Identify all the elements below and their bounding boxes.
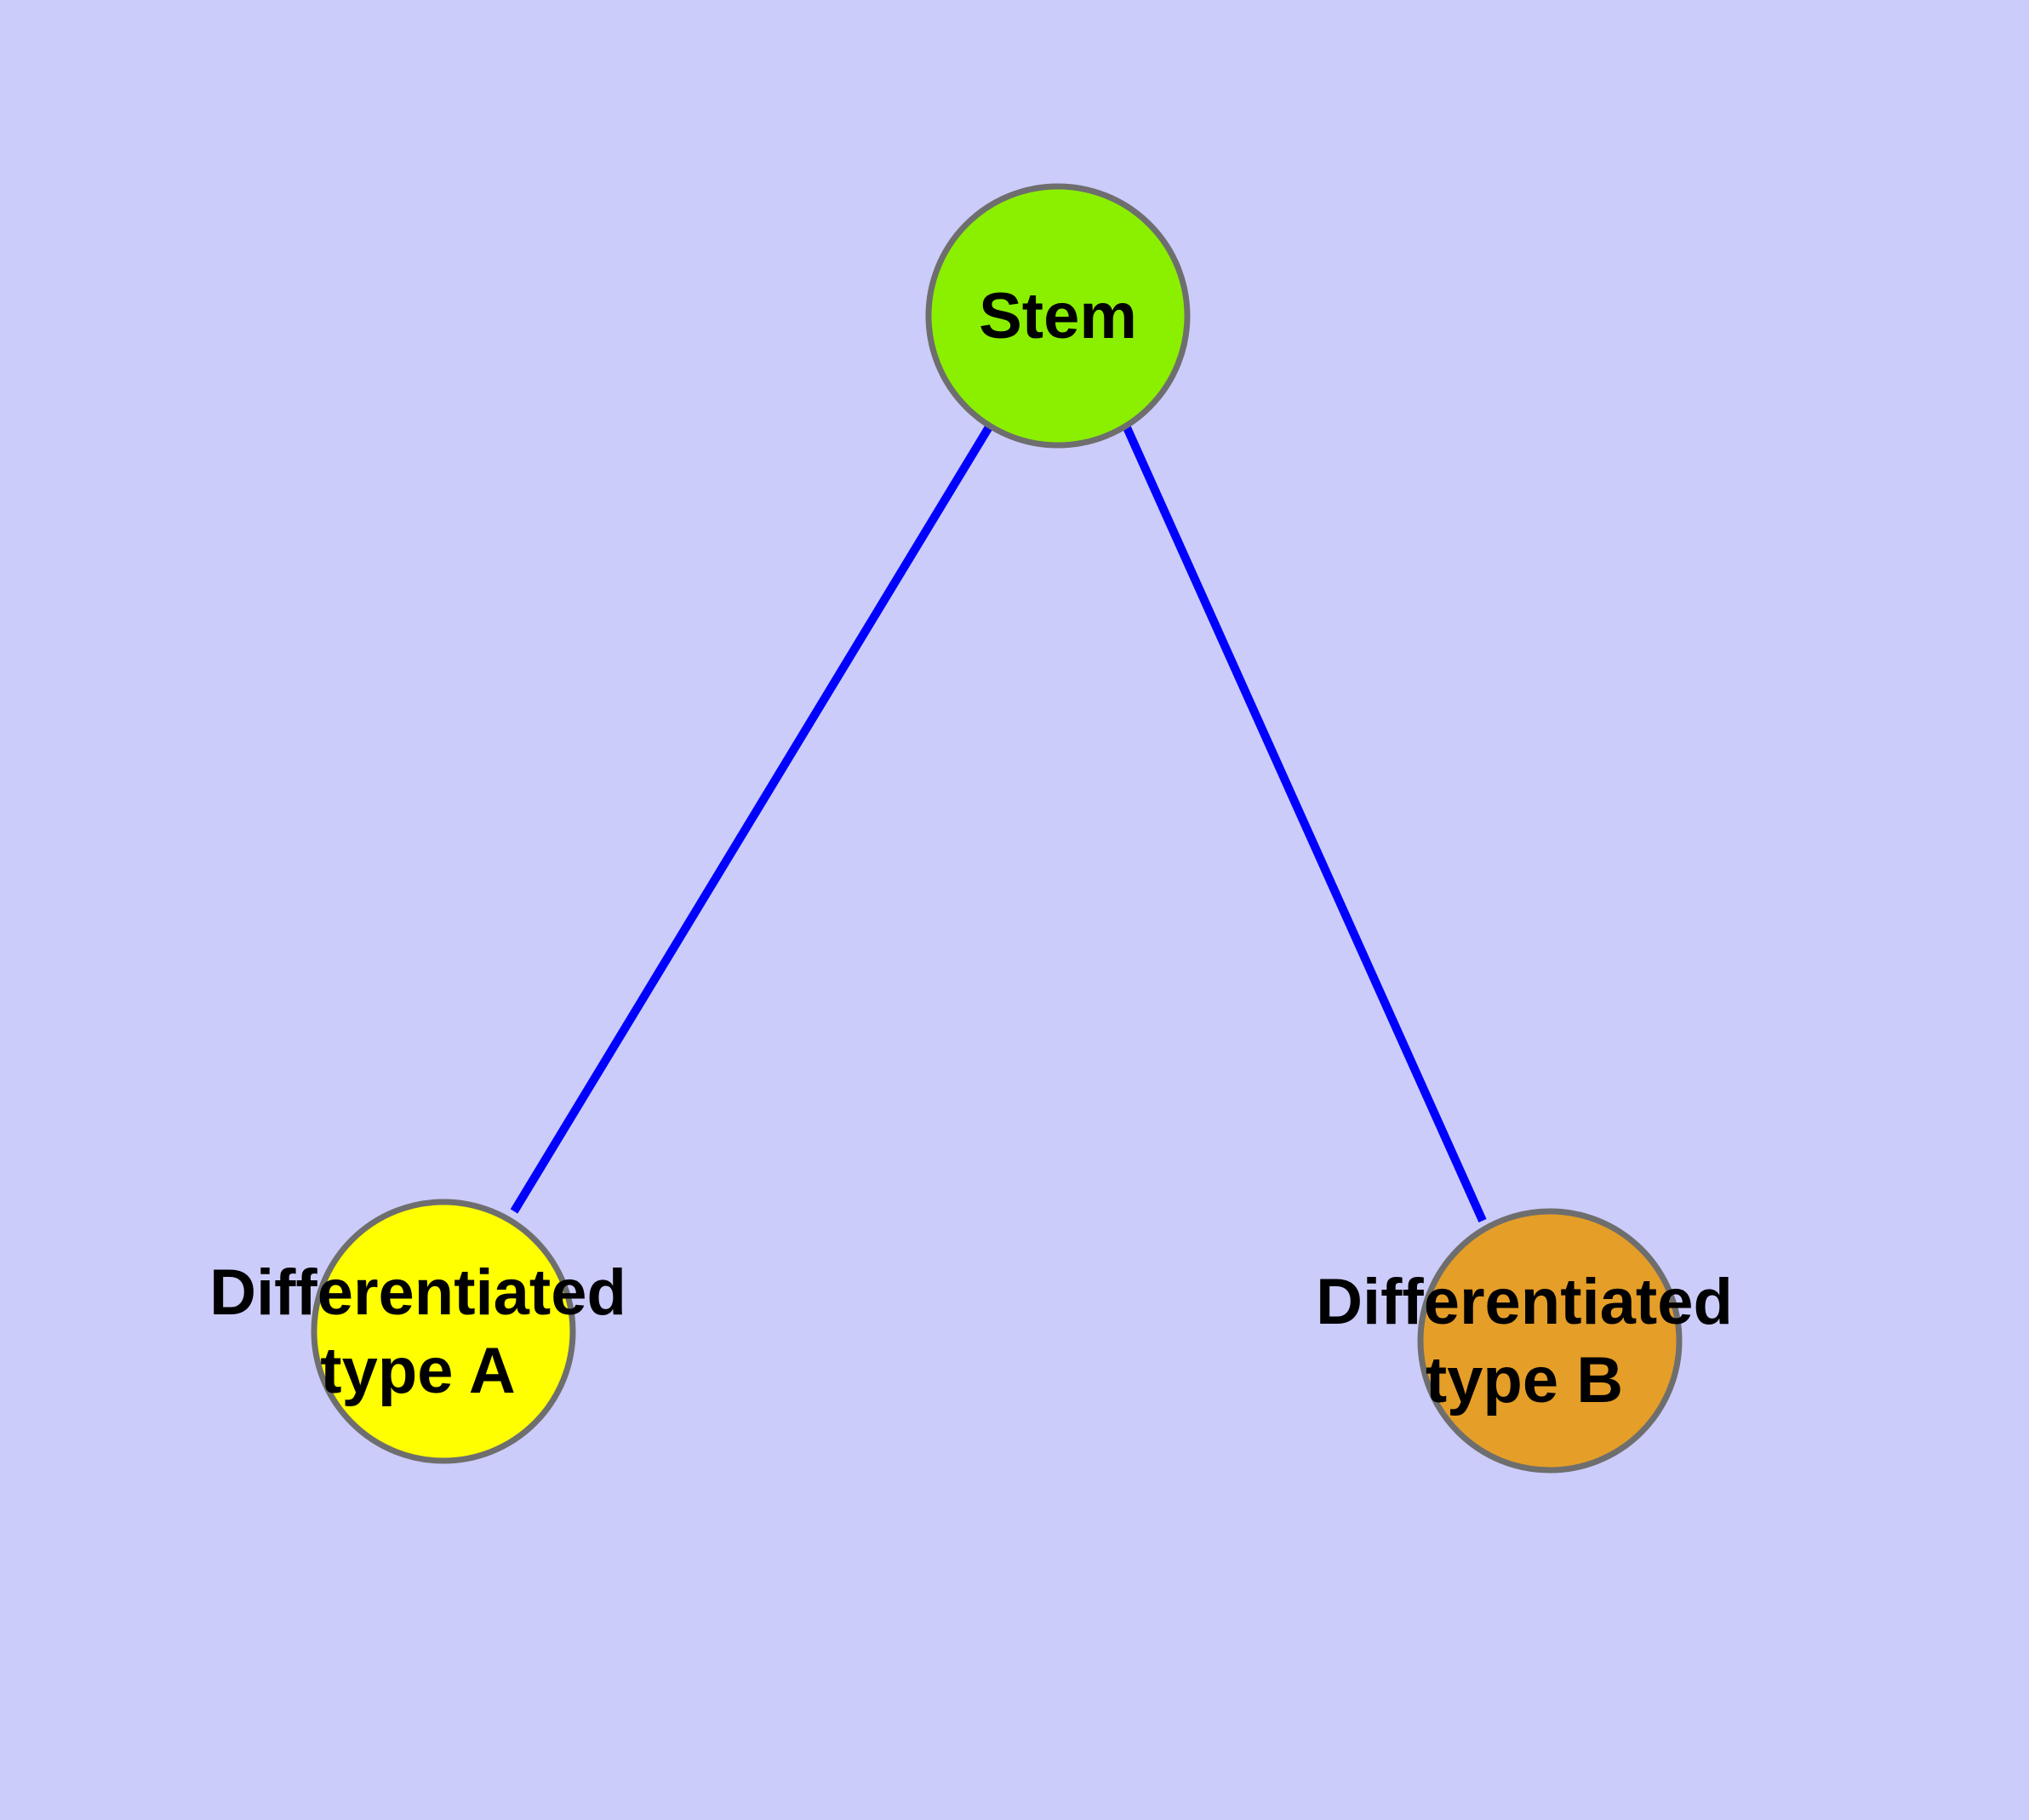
graph-node-stem[interactable]: [925, 183, 1191, 449]
graph-node-diff-a[interactable]: [311, 1199, 576, 1464]
graph-edge-stem-to-diff-a[interactable]: [510, 423, 994, 1214]
graph-node-label-stem: Stem: [979, 280, 1137, 352]
label-line: Stem: [979, 280, 1137, 352]
nodes-layer: [311, 183, 1683, 1474]
label-line: type B: [1426, 1344, 1623, 1417]
graph-edge-stem-to-diff-b[interactable]: [1122, 423, 1487, 1223]
graph-node-diff-b[interactable]: [1417, 1208, 1683, 1474]
label-line: Differentiated: [1316, 1266, 1733, 1338]
label-line: type A: [320, 1335, 515, 1407]
edges-layer: [510, 423, 1487, 1223]
label-line: Differentiated: [209, 1256, 626, 1329]
